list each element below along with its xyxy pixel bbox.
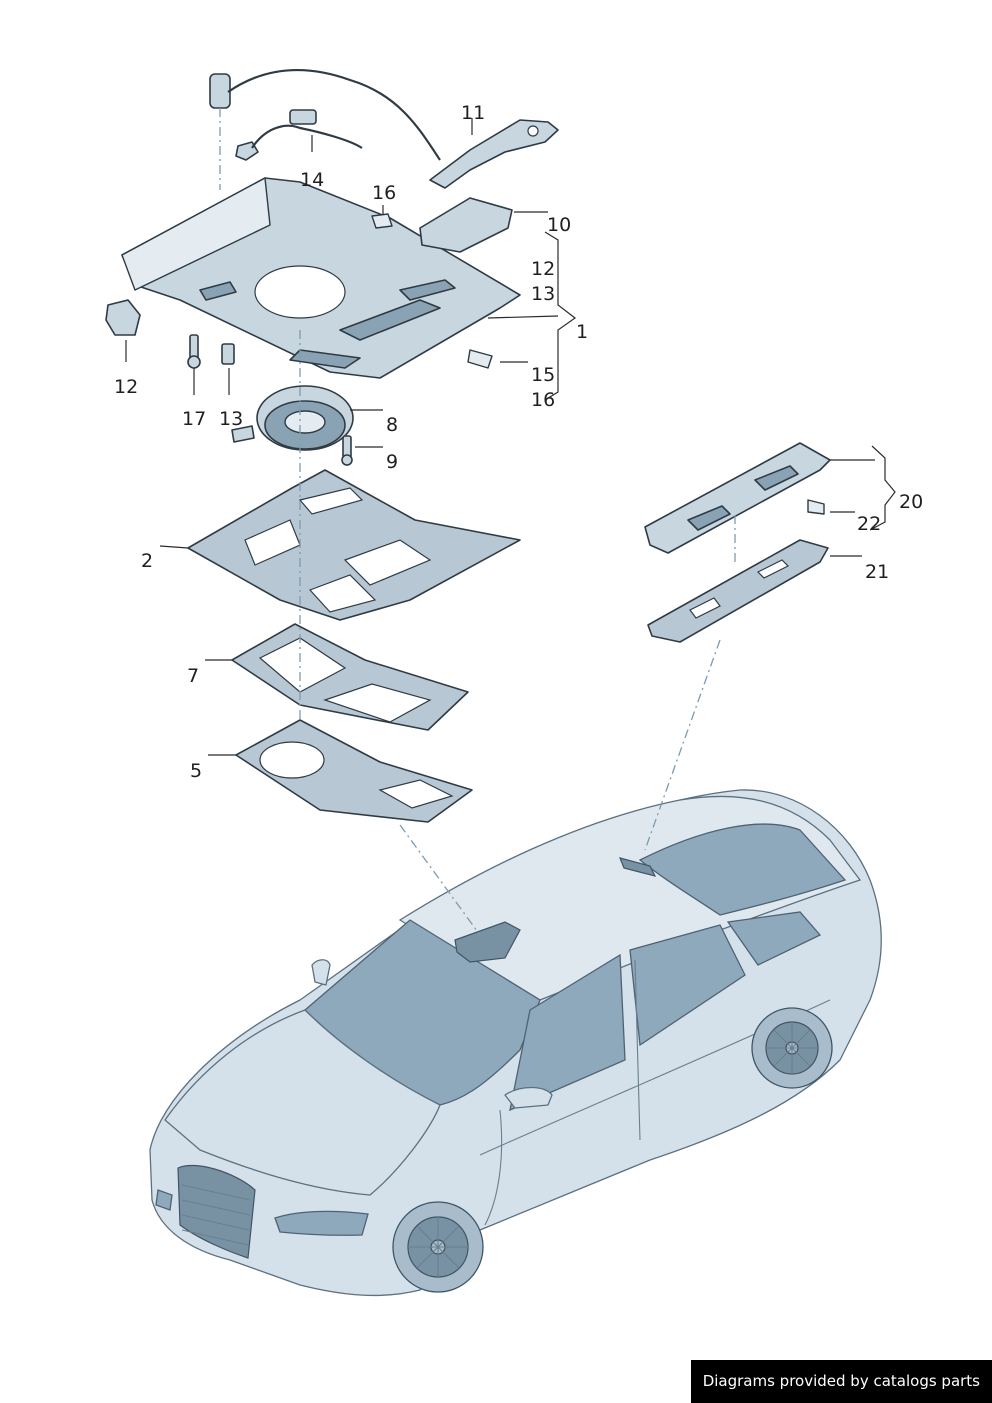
callout-10: 10 (547, 214, 571, 236)
callout-22: 22 (857, 513, 881, 535)
car-illustration (149, 789, 882, 1297)
callout-13-right: 13 (531, 283, 555, 305)
callout-21: 21 (865, 561, 889, 583)
callout-16-top: 16 (372, 182, 396, 204)
callout-15: 15 (531, 364, 555, 386)
callout-9: 9 (386, 451, 398, 473)
leader-lines (125, 118, 896, 756)
callout-2: 2 (141, 550, 153, 572)
callout-17: 17 (182, 408, 206, 430)
callout-13-left: 13 (219, 408, 243, 430)
trim-panels (187, 469, 521, 823)
callout-labels: 1 2 5 7 8 9 10 11 12 12 13 13 14 15 16 1… (114, 102, 923, 782)
assembly-axes (219, 108, 736, 936)
callout-16-bottom: 16 (531, 389, 555, 411)
small-parts (105, 197, 831, 643)
callout-11: 11 (461, 102, 485, 124)
callout-5: 5 (190, 760, 202, 782)
callout-7: 7 (187, 665, 199, 687)
callout-1: 1 (576, 321, 588, 343)
callout-12-left: 12 (114, 376, 138, 398)
wiring-harness (209, 69, 559, 189)
callout-12-right: 12 (531, 258, 555, 280)
roof-module-housing (121, 177, 521, 379)
watermark-label: Diagrams provided by catalogs parts (690, 1360, 992, 1403)
callout-20: 20 (899, 491, 923, 513)
callout-14: 14 (300, 169, 324, 191)
callout-8: 8 (386, 414, 398, 436)
